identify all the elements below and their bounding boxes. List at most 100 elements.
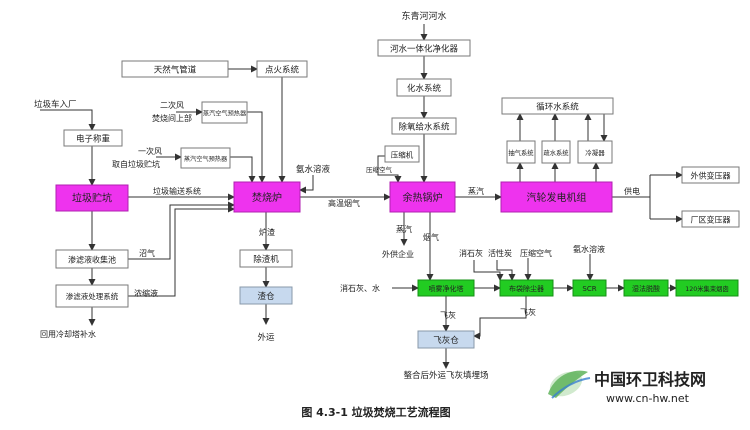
lime-label: 消石灰	[459, 248, 483, 258]
turbine-box	[500, 181, 613, 213]
steam-label: 蒸汽	[468, 186, 484, 196]
node-steam: 蒸汽	[468, 186, 484, 196]
spray-tower-box	[417, 279, 475, 297]
preheater-2-box	[180, 147, 231, 169]
figure-caption: 图 4.3-1 垃圾焚烧工艺流程图	[301, 405, 450, 419]
node-primary-air: 一次风 取自垃圾贮坑	[112, 146, 162, 169]
scr-label: SCR	[582, 285, 596, 293]
secondary-air-src-label: 焚烧间上部	[152, 113, 192, 123]
node-turbine: 汽轮发电机组	[500, 181, 613, 213]
landfill-label: 螯合后外运飞灰填埋场	[403, 370, 488, 381]
slag-bin-box	[239, 286, 293, 305]
seal-steam-label: 疏水系统	[543, 148, 569, 157]
donghe-water-label: 东青河河水	[401, 10, 446, 22]
activated-carbon-label: 活性炭	[488, 248, 512, 258]
node-spray-tower: 喷雾净化塔	[417, 279, 475, 297]
fly-ash-1-label: 飞灰	[440, 310, 456, 320]
slag-remover-box	[239, 249, 293, 268]
circ-water-label: 循环水系统	[536, 102, 579, 113]
fly-ash-2-label: 飞灰	[520, 307, 536, 317]
node-truck-in: 垃圾车入厂	[34, 99, 77, 110]
node-scale: 电子称重	[63, 129, 123, 147]
incinerator-label: 焚烧炉	[252, 191, 282, 204]
cooling-makeup-label: 回用冷却塔补水	[40, 329, 96, 339]
node-cooling-makeup: 回用冷却塔补水	[40, 329, 96, 339]
outside-company-label: 外供企业	[382, 249, 414, 259]
natgas-pipe-label: 天然气管道	[154, 65, 197, 76]
node-donghe-water: 东青河河水	[401, 10, 446, 22]
slag-bin-label: 渣仓	[257, 291, 275, 302]
watermark-title: 中国环卫科技网	[594, 370, 706, 389]
chem-water-label: 化水系统	[407, 83, 442, 94]
ammonia-solution-2-label: 氨水溶液	[573, 244, 605, 254]
node-fly-ash-2: 飞灰	[520, 307, 536, 317]
node-deaerator: 除氧给水系统	[391, 117, 457, 135]
transport-label: 垃圾输送系统	[153, 186, 201, 196]
river-treatment-box	[377, 39, 471, 57]
boiler-label: 余热锅炉	[403, 191, 443, 204]
node-extract-steam: 抽气系统	[506, 140, 536, 164]
node-ammonia-solution: 氨水溶液	[296, 164, 331, 175]
chem-water-box	[396, 78, 452, 97]
boiler-box	[389, 181, 456, 213]
node-scr: SCR	[572, 279, 607, 297]
node-hot-flue: 高温烟气	[328, 198, 360, 208]
node-biogas: 沼气	[139, 248, 155, 258]
deaerator-label: 除氧给水系统	[398, 122, 450, 133]
circ-water-box	[501, 97, 614, 115]
node-leachate-pool: 渗滤液收集池	[55, 249, 129, 269]
node-power: 供电	[624, 186, 640, 196]
chimney-label: 120米集束烟囱	[685, 284, 729, 293]
node-lime: 消石灰	[459, 248, 483, 258]
node-boiler: 余热锅炉	[389, 181, 456, 213]
condenser-label: 冷凝器	[585, 148, 605, 157]
node-ship-out: 外运	[257, 332, 275, 343]
node-landfill: 螯合后外运飞灰填埋场	[403, 370, 488, 381]
node-ext-transformer: 外供变压器	[681, 166, 740, 184]
node-bag-filter: 布袋除尘器	[499, 279, 554, 297]
ship-out-label: 外运	[257, 332, 275, 343]
node-steam-air-preheater-1: 蒸汽空气预热器	[201, 101, 248, 124]
river-treatment-label: 河水一体化净化器	[390, 44, 459, 55]
pit-label: 垃圾贮坑	[72, 192, 112, 205]
ext-transformer-box	[681, 166, 740, 184]
pit-box	[55, 184, 129, 212]
compressor-small-label: 压缩机	[391, 150, 414, 160]
concentrate-label: 浓缩液	[134, 288, 158, 298]
node-ammonia-solution-2: 氨水溶液	[573, 244, 605, 254]
turbine-label: 汽轮发电机组	[527, 191, 587, 204]
seal-steam-box	[541, 140, 571, 164]
incinerator-box	[233, 181, 301, 213]
plant-transformer-box	[681, 210, 740, 228]
node-fly-ash-bin: 飞灰仓	[417, 330, 475, 349]
node-concentrate: 浓缩液	[134, 288, 158, 298]
leachate-treat-label: 渗滤液处理系统	[66, 291, 119, 301]
node-condenser: 冷凝器	[577, 140, 613, 164]
node-pit: 垃圾贮坑	[55, 184, 129, 212]
compressed-air-small-label: 压缩空气	[366, 165, 393, 174]
flue-gas-label: 烟气	[423, 232, 439, 242]
ignition-box	[256, 60, 308, 78]
node-outside-company: 外供企业	[382, 249, 414, 259]
node-plant-transformer: 厂区变压器	[681, 210, 740, 228]
extract-steam-label: 抽气系统	[508, 148, 534, 157]
chimney-box	[675, 279, 739, 297]
node-activated-carbon: 活性炭	[488, 248, 512, 258]
node-seal-steam: 疏水系统	[541, 140, 571, 164]
leachate-pool-label: 渗滤液收集池	[68, 255, 116, 265]
node-fly-ash-1: 飞灰	[440, 310, 456, 320]
plant-transformer-label: 厂区变压器	[691, 215, 731, 225]
hot-flue-label: 高温烟气	[328, 198, 360, 208]
natgas-pipe-box	[121, 60, 229, 78]
node-incinerator: 焚烧炉	[233, 181, 301, 213]
ignition-label: 点火系统	[265, 65, 300, 76]
node-flue-gas: 烟气	[423, 232, 439, 242]
node-wet-scrubber: 湿法脱酸	[623, 279, 669, 297]
node-ignition: 点火系统	[256, 60, 308, 78]
watermark-url: www.cn-hw.net	[606, 392, 690, 405]
node-river-treatment: 河水一体化净化器	[377, 39, 471, 57]
fly-ash-bin-box	[417, 330, 475, 349]
node-circ-water: 循环水系统	[501, 97, 614, 115]
bag-filter-box	[499, 279, 554, 297]
